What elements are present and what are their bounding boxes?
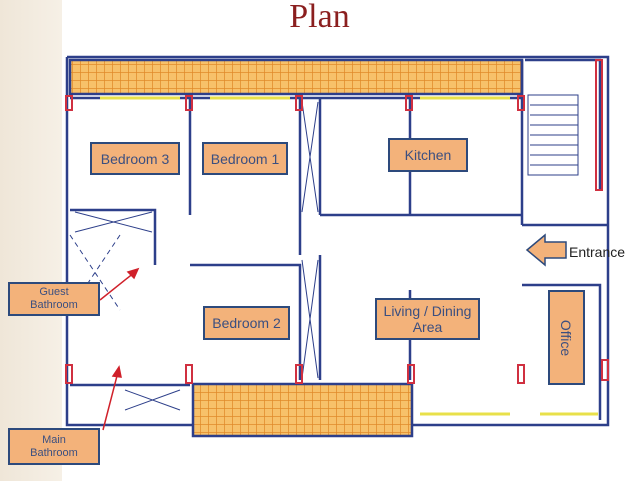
room-bedroom-3: Bedroom 3 xyxy=(90,142,180,175)
room-living-dining: Living / Dining Area xyxy=(375,298,480,340)
room-bedroom-1: Bedroom 1 xyxy=(202,142,288,175)
entrance-arrow-icon xyxy=(525,233,567,267)
room-kitchen: Kitchen xyxy=(388,138,468,172)
office-label: Office xyxy=(558,319,575,356)
interior-walls xyxy=(70,58,608,420)
outer-walls xyxy=(65,55,610,427)
shaft-x xyxy=(74,101,319,411)
room-guest-bathroom: Guest Bathroom xyxy=(8,282,100,316)
background-decoration xyxy=(0,0,62,481)
room-office: Office xyxy=(548,290,585,385)
room-main-bathroom: Main Bathroom xyxy=(8,428,100,465)
page-title: Plan xyxy=(289,0,350,35)
main-bath-arrow xyxy=(102,371,119,431)
bottom-balcony xyxy=(191,382,414,438)
room-bedroom-2: Bedroom 2 xyxy=(203,306,290,340)
entrance-label: Entrance xyxy=(569,244,626,260)
top-balcony xyxy=(68,58,524,96)
guest-bath-arrow xyxy=(99,271,136,301)
